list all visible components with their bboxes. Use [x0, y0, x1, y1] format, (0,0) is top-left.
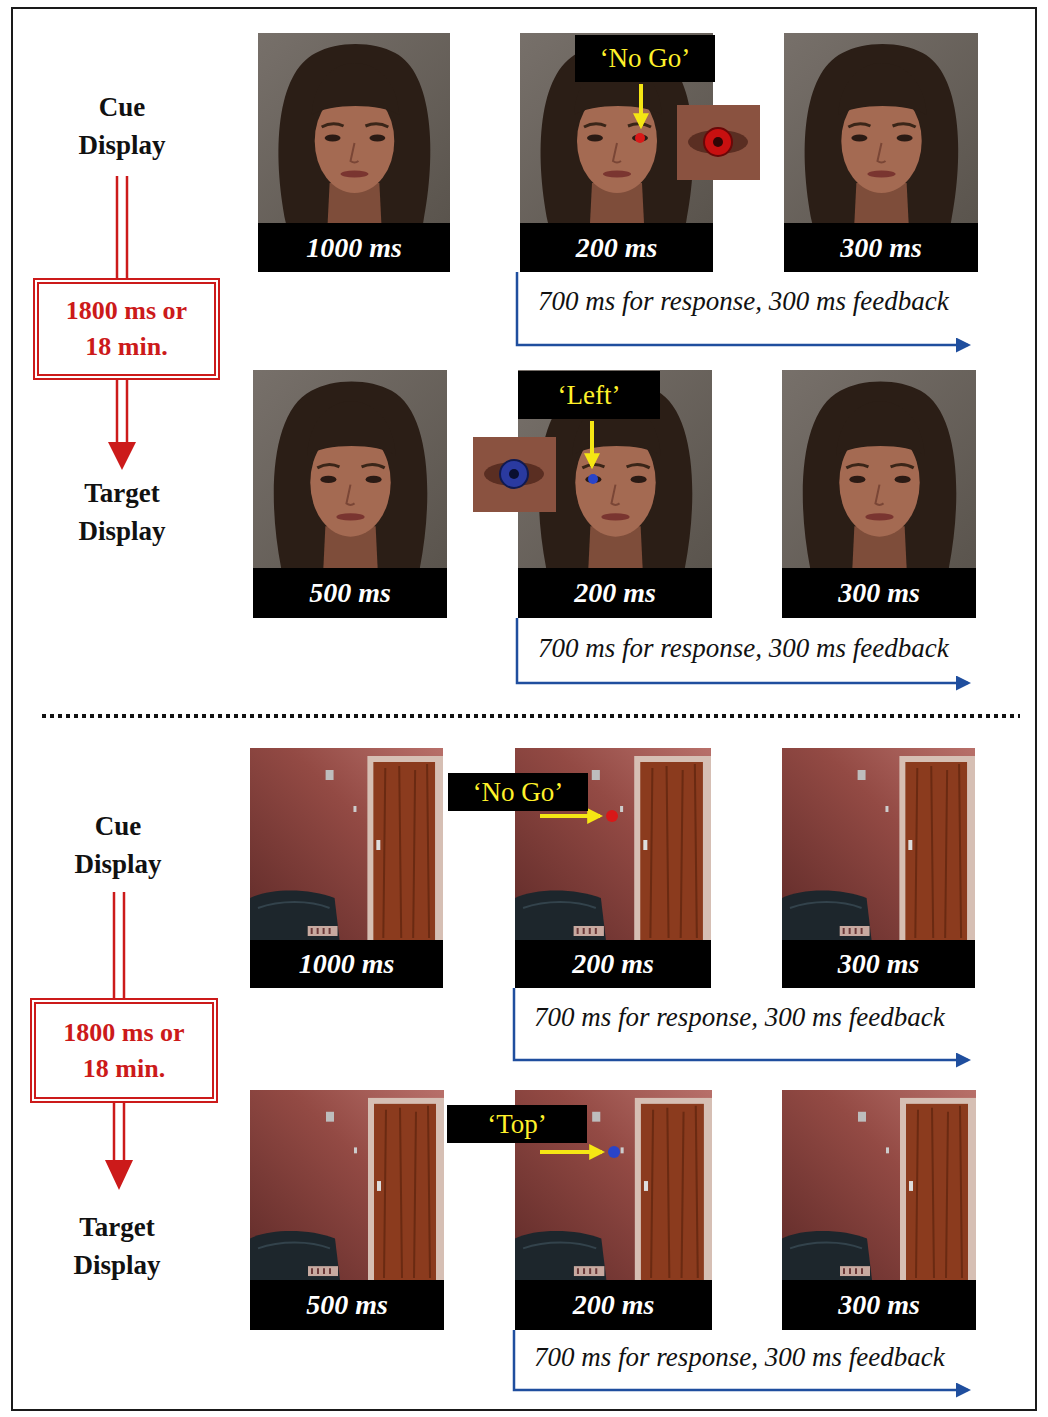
interval-arrow [113, 1103, 116, 1162]
zoom-inset [704, 128, 732, 156]
stimulus-panel: 300 ms [782, 748, 975, 988]
callout-box: ‘No Go’ [448, 773, 588, 811]
face-photo [258, 33, 450, 223]
timeline-arrow [517, 272, 968, 345]
interval-arrow [126, 380, 129, 444]
room-photos [250, 748, 976, 1280]
display-heading: Target Display [57, 474, 187, 550]
duration-label: 300 ms [782, 940, 975, 988]
target-dot [608, 1146, 620, 1158]
duration-label: 200 ms [520, 223, 713, 272]
stimulus-panel: 300 ms [782, 1090, 976, 1330]
stimulus-panel: 200 ms [520, 33, 713, 272]
room-photo [250, 748, 443, 940]
duration-label: 500 ms [250, 1280, 444, 1330]
stimulus-panel: 200 ms [518, 370, 712, 618]
timing-note: 700 ms for response, 300 ms feedback [538, 285, 949, 317]
pointer-arrow [639, 84, 643, 126]
callout-box: ‘Top’ [447, 1105, 587, 1143]
callout-label: ‘No Go’ [600, 43, 691, 74]
face-photo [782, 370, 976, 568]
duration-label: 200 ms [515, 1280, 712, 1330]
room-photo [250, 1090, 444, 1280]
duration-label: 300 ms [782, 1280, 976, 1330]
interval-box: 1800 ms or 18 min. [30, 998, 218, 1103]
pointer-arrow [540, 1150, 602, 1154]
stimulus-panel: 500 ms [253, 370, 447, 618]
interval-arrow [113, 892, 116, 998]
duration-label: 300 ms [784, 223, 978, 272]
callout-label: ‘No Go’ [473, 777, 564, 808]
duration-label: 300 ms [782, 568, 976, 618]
duration-label: 1000 ms [258, 223, 450, 272]
zoom-inset [500, 460, 528, 488]
interval-label: 1800 ms or 18 min. [54, 1015, 194, 1087]
interval-arrow [105, 1160, 133, 1190]
cue-dot [606, 810, 618, 822]
interval-arrow [108, 442, 136, 470]
pointer-arrow [540, 814, 600, 818]
face-photos [253, 33, 978, 568]
interval-arrow [123, 1103, 126, 1162]
outer-frame [12, 8, 1036, 1410]
zoom-inset [473, 437, 556, 512]
timing-note: 700 ms for response, 300 ms feedback [538, 632, 949, 664]
stimulus-panel: 200 ms [515, 748, 711, 988]
pointer-arrow [590, 421, 594, 466]
stimulus-panel: 200 ms [515, 1090, 712, 1330]
stimulus-panel: 500 ms [250, 1090, 444, 1330]
section-divider [42, 714, 1020, 718]
interval-arrow [116, 176, 119, 278]
face-photo [253, 370, 447, 568]
interval-arrow [116, 380, 119, 444]
display-heading: Cue Display [58, 807, 178, 883]
zoom-inset [509, 469, 519, 479]
zoom-inset [473, 437, 556, 512]
timing-note: 700 ms for response, 300 ms feedback [534, 1341, 945, 1373]
target-dot [588, 474, 598, 484]
timeline-arrow [517, 618, 968, 683]
zoom-inset [677, 105, 760, 180]
interval-label: 1800 ms or 18 min. [57, 293, 196, 365]
interval-arrow [123, 892, 126, 998]
stimulus-panel: 1000 ms [250, 748, 443, 988]
timing-note: 700 ms for response, 300 ms feedback [534, 1001, 945, 1033]
face-photo [784, 33, 978, 223]
timeline-arrow [514, 1330, 968, 1390]
display-heading: Target Display [52, 1208, 182, 1284]
stimulus-panel: 1000 ms [258, 33, 450, 272]
duration-label: 1000 ms [250, 940, 443, 988]
duration-label: 500 ms [253, 568, 447, 618]
display-heading: Cue Display [62, 88, 182, 164]
stimulus-panel: 300 ms [782, 370, 976, 618]
interval-arrow [126, 176, 129, 278]
interval-box: 1800 ms or 18 min. [33, 278, 220, 380]
cue-dot [635, 133, 645, 143]
duration-label: 200 ms [515, 940, 711, 988]
room-photo [782, 1090, 976, 1280]
timeline-arrow [514, 988, 968, 1060]
callout-box: ‘No Go’ [575, 35, 715, 82]
room-photo [782, 748, 975, 940]
zoom-inset [713, 137, 723, 147]
zoom-inset [677, 105, 760, 180]
duration-label: 200 ms [518, 568, 712, 618]
callout-label: ‘Left’ [558, 380, 621, 411]
stimulus-panel: 300 ms [784, 33, 978, 272]
callout-label: ‘Top’ [487, 1109, 547, 1140]
callout-box: ‘Left’ [518, 371, 660, 419]
